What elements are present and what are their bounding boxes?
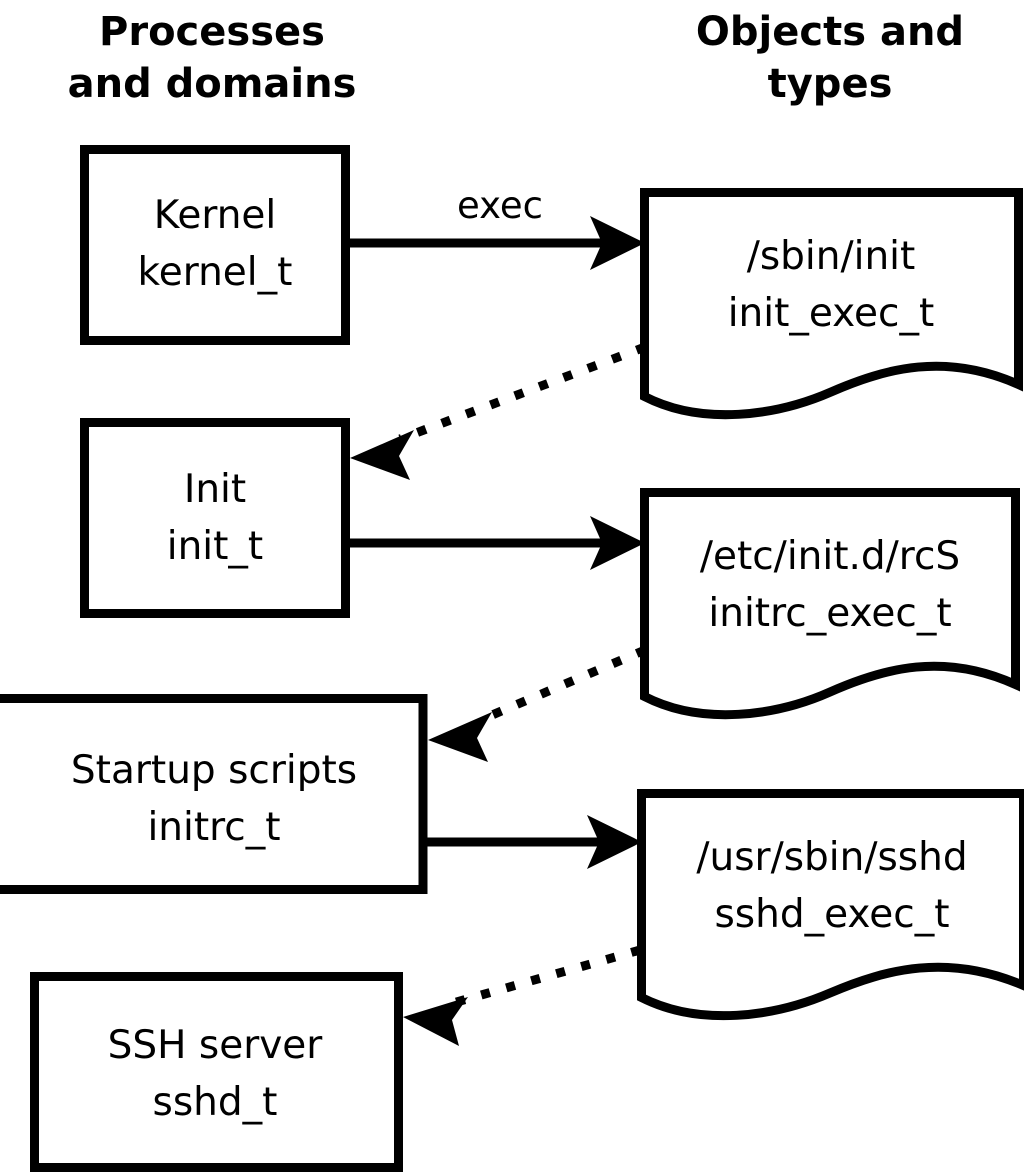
column-header-objects: Objects and types bbox=[696, 9, 964, 107]
edge-initrc-to-sshd-exec bbox=[427, 815, 642, 869]
node-sshd[interactable]: SSH server sshd_t bbox=[30, 972, 403, 1172]
node-initrc-line1: Startup scripts bbox=[71, 748, 357, 793]
column-header-objects-line1: Objects and bbox=[696, 9, 964, 55]
node-initrc-exec[interactable]: /etc/init.d/rcS initrc_exec_t bbox=[640, 488, 1020, 720]
column-header-processes-line2: and domains bbox=[68, 61, 357, 107]
node-init-exec-line2: init_exec_t bbox=[728, 291, 935, 336]
node-sshd-exec-line1: /usr/sbin/sshd bbox=[696, 835, 967, 880]
arrowhead-right-icon bbox=[587, 815, 642, 869]
node-initrc-box[interactable] bbox=[0, 694, 428, 894]
node-initrc[interactable]: Startup scripts initrc_t bbox=[0, 694, 428, 894]
node-init-box[interactable] bbox=[80, 418, 350, 618]
node-kernel[interactable]: Kernel kernel_t bbox=[80, 145, 350, 345]
node-sshd-box[interactable] bbox=[30, 972, 403, 1172]
node-initrc-exec-line2: initrc_exec_t bbox=[708, 591, 951, 636]
edge-sshd-exec-to-sshd-line bbox=[451, 945, 642, 1008]
edge-init-to-initrc-exec bbox=[350, 516, 645, 570]
arrowhead-right-icon bbox=[590, 516, 645, 570]
column-header-objects-line2: types bbox=[768, 61, 893, 107]
node-sshd-exec[interactable]: /usr/sbin/sshd sshd_exec_t bbox=[637, 789, 1024, 1021]
node-kernel-line2: kernel_t bbox=[138, 250, 293, 295]
node-sshd-line2: sshd_t bbox=[153, 1080, 278, 1125]
arrowhead-left-dotted-icon bbox=[350, 430, 414, 480]
edge-label-exec: exec bbox=[457, 184, 543, 227]
edge-sshd-exec-to-sshd bbox=[403, 945, 642, 1046]
edge-initrc-exec-to-initrc-line bbox=[476, 645, 647, 726]
node-sshd-exec-document-shape[interactable] bbox=[637, 789, 1024, 1021]
column-header-processes-line1: Processes bbox=[99, 9, 325, 55]
node-init-exec[interactable]: /sbin/init init_exec_t bbox=[640, 188, 1023, 420]
node-sshd-exec-line2: sshd_exec_t bbox=[714, 892, 949, 937]
edge-init-exec-to-init-line bbox=[398, 342, 647, 444]
arrowhead-right-icon bbox=[590, 216, 645, 270]
arrowhead-left-dotted-icon bbox=[403, 997, 468, 1046]
node-init-line2: init_t bbox=[167, 524, 263, 569]
node-init-line1: Init bbox=[184, 467, 246, 512]
node-init[interactable]: Init init_t bbox=[80, 418, 350, 618]
node-sshd-line1: SSH server bbox=[108, 1023, 324, 1068]
edge-kernel-to-init-exec: exec bbox=[350, 184, 645, 270]
node-initrc-exec-line1: /etc/init.d/rcS bbox=[700, 534, 960, 579]
column-header-processes: Processes and domains bbox=[68, 9, 357, 107]
arrowhead-left-dotted-icon bbox=[428, 712, 492, 762]
node-init-exec-line1: /sbin/init bbox=[747, 234, 916, 279]
node-initrc-exec-document-shape[interactable] bbox=[640, 488, 1020, 720]
node-kernel-box[interactable] bbox=[80, 145, 350, 345]
edge-initrc-exec-to-initrc bbox=[428, 645, 647, 762]
node-initrc-line2: initrc_t bbox=[147, 805, 280, 850]
edge-init-exec-to-init bbox=[350, 342, 647, 480]
node-init-exec-document-shape[interactable] bbox=[640, 188, 1023, 420]
node-kernel-line1: Kernel bbox=[154, 193, 277, 238]
